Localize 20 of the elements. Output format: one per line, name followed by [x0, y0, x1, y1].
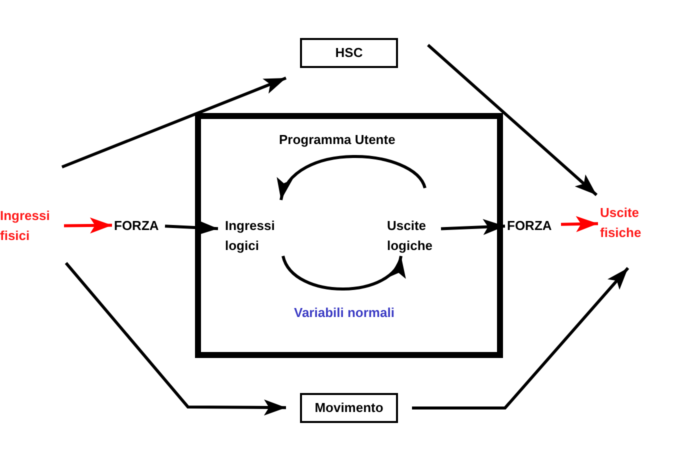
section-title: Programma Utente: [279, 131, 396, 149]
section-note: Variabili normali: [294, 304, 394, 322]
process-box: Movimento: [300, 393, 398, 423]
arrow: [64, 217, 112, 234]
output-label: Uscite logiche: [387, 216, 445, 256]
arrow: [560, 216, 598, 232]
input-label: Ingressi fisici: [0, 206, 62, 246]
arrow: [164, 220, 218, 236]
arrow: [427, 44, 598, 196]
output-label: Uscite fisiche: [600, 203, 656, 243]
program-frame: [195, 113, 503, 358]
force-label: FORZA: [114, 216, 164, 234]
arrow: [412, 267, 630, 410]
input-label: Ingressi logici: [225, 216, 285, 256]
arrow: [64, 262, 286, 416]
arrow: [61, 76, 287, 168]
arrow: [280, 155, 426, 200]
arrow: [440, 219, 506, 236]
process-box: HSC: [300, 38, 398, 68]
force-label: FORZA: [507, 216, 559, 234]
